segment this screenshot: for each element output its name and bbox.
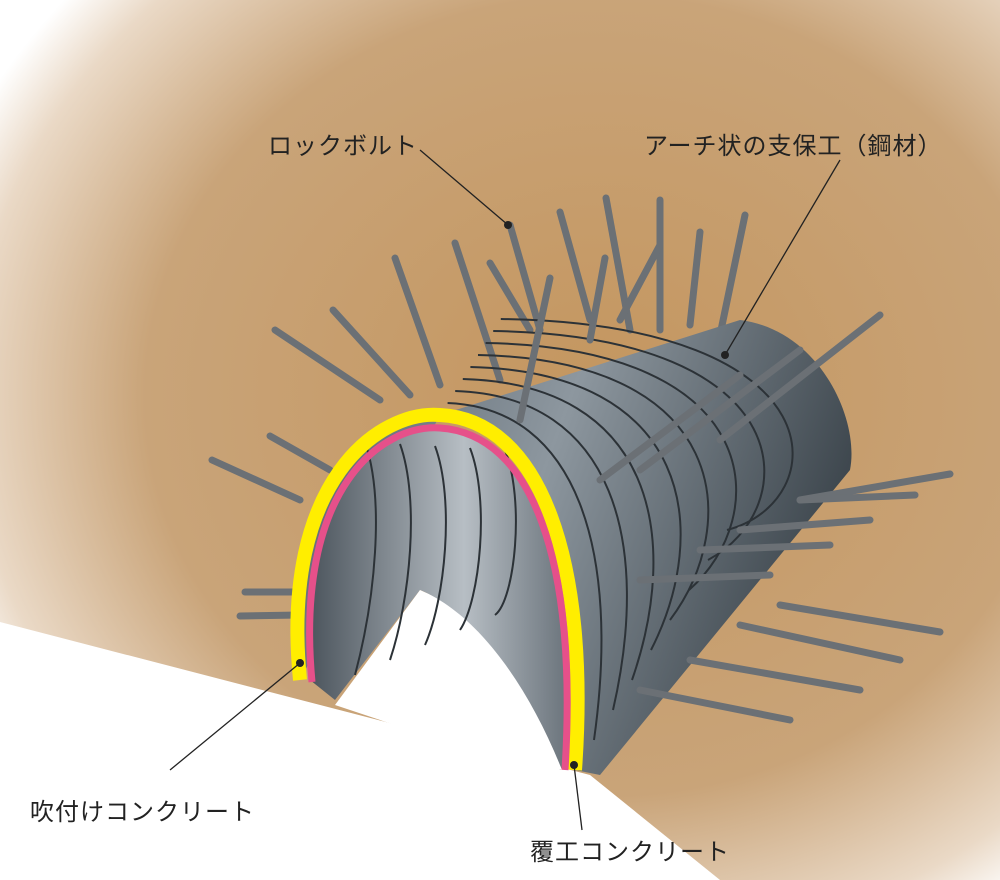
rock-bolt [716,211,749,339]
rock-bolt [616,241,664,324]
rock-bolt [236,611,304,620]
steel-rib [447,402,603,741]
steel-support-label: アーチ状の支保工（鋼材） [644,132,943,160]
steel-rib [500,318,794,531]
rock-bolt [686,228,704,329]
cut-surface [0,622,720,880]
steel-rib-inner [389,443,412,661]
rock-bolt [506,221,544,334]
steel-rib [455,390,628,711]
rock-bolt [636,686,794,724]
leader-dots [296,221,729,769]
rock-bolts-front [516,241,954,724]
rock-bolt [266,432,334,474]
tunnel-body [297,320,852,775]
rock-bolt [736,516,874,534]
steel-rib-inner [354,441,377,676]
rock-bolt [686,656,864,694]
rock-bolt [636,346,804,474]
rock-bolt [329,306,414,399]
rock-bolt [736,621,904,664]
rock-bolt [516,274,554,424]
tunnel-opening [335,590,562,770]
steel-rib-inner [424,445,447,646]
rock-bolt-label: ロックボルト [268,132,418,160]
rock-bolt [776,601,944,636]
rock-bolt [556,208,594,324]
steel-rib [462,378,655,681]
shotcrete-label: 吹付けコンクリート [30,798,255,826]
leader-lines [169,149,841,831]
rock-bolt [796,491,919,504]
rock-bolt [696,541,834,554]
rock-bolt [636,571,774,584]
shotcrete-layer [290,407,585,771]
steel-rib [470,366,682,651]
rock-bolt [586,254,609,344]
rock-bolt [208,456,304,504]
rock-bolt [596,371,744,484]
rock-bolt [271,326,384,404]
lining-concrete-layer [306,424,571,771]
rock-bolt [391,254,444,389]
rock-bolt [716,311,884,444]
lining-concrete-label: 覆工コンクリート [530,838,730,866]
rock-bolt [451,239,504,384]
steel-rib-inner [459,447,482,631]
